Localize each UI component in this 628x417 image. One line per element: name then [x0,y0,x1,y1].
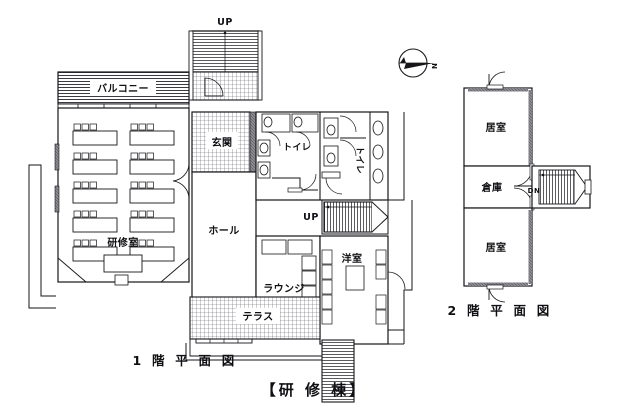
desk-unit [129,123,175,146]
training-podium [103,254,143,286]
desk-unit [72,152,118,175]
room-label-terrace: テラス [243,311,274,323]
door-training-hall [172,162,190,200]
door-western-exterior [387,271,406,290]
terrace-exterior-stair [321,339,355,403]
desk-unit [72,181,118,204]
floor2-caption: 2 階 平 面 図 [448,303,553,318]
room-terrace [185,296,331,361]
page-title: 【研 修 棟】 [261,381,367,399]
room-label-training: 研修室 [107,236,138,249]
stair-dn-label: DN [528,187,541,195]
room-label-toilet-b: トイレ [354,146,365,174]
floor2-stair-wing [531,165,592,209]
floor1-caption: 1 階 平 面 図 [133,353,238,368]
room-upper-living [463,87,533,167]
room-label-toilet-a: トイレ [283,142,311,153]
room-label-upper-living: 居室 [486,121,507,134]
plan-floor1: UP バルコニー [28,17,413,403]
stair-north-up-label: UP [217,17,233,28]
door-lower-living [486,284,506,303]
floor1-east-porch [388,112,413,345]
stair-north [188,30,263,101]
desk-unit [72,123,118,146]
desk-unit [72,210,118,233]
room-label-western: 洋室 [342,252,363,265]
plan-floor2: 居室 倉庫 居室 [463,71,592,303]
door-upper-living [486,71,506,90]
room-label-balcony: バルコニー [97,83,149,95]
desk-unit [129,152,175,175]
room-label-entrance: 玄関 [212,136,233,149]
room-label-hall: ホール [208,225,239,237]
stair-mid [317,199,389,253]
desk-unit [129,210,175,233]
room-label-lounge: ラウンジ [263,283,305,295]
north-arrow [398,48,434,78]
desk-unit [129,181,175,204]
western-furniture [321,249,387,325]
toilet-b-fixtures [321,115,384,195]
room-label-lower-living: 居室 [486,241,507,254]
room-balcony [57,71,190,105]
compass-north-letter: N [430,63,438,69]
room-label-storage: 倉庫 [481,181,503,194]
toilet-a-fixtures [257,113,319,193]
room-entrance [191,111,257,173]
stair-mid-up-label: UP [303,212,319,223]
